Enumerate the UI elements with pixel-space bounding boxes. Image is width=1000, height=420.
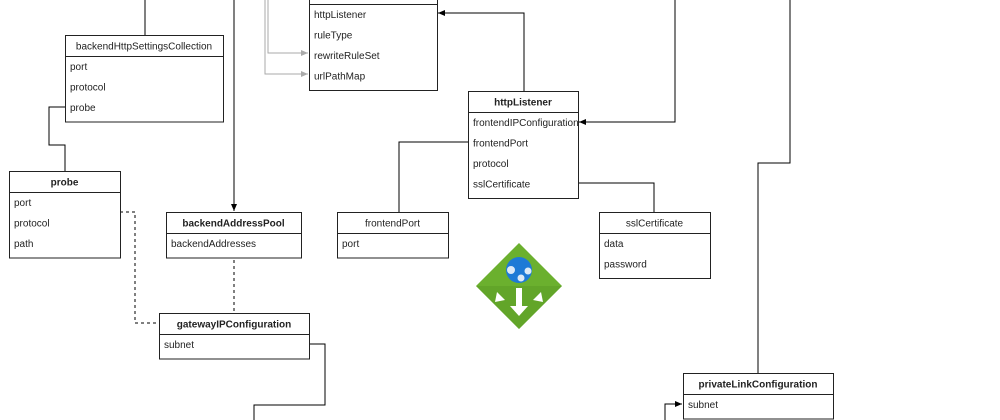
connector — [253, 343, 326, 420]
entity-backendHttpSettingsCollection[interactable]: backendHttpSettingsCollection port protoco… — [65, 35, 224, 123]
connector — [757, 0, 791, 373]
entity-field: port — [14, 198, 31, 209]
entity-field: frontendPort — [473, 139, 528, 150]
entity-probe[interactable]: probe port protocol path — [9, 171, 121, 259]
connector — [398, 141, 468, 212]
entity-field: protocol — [473, 159, 509, 170]
entity-field: sslCertificate — [473, 180, 531, 191]
connector — [579, 0, 676, 125]
connector — [578, 182, 655, 212]
entity-field: data — [604, 239, 624, 250]
connector — [438, 10, 525, 91]
entity-field: rewriteRuleSet — [314, 51, 380, 62]
entity-gatewayIPConfiguration[interactable]: gatewayIPConfiguration subnet — [159, 313, 310, 360]
entity-title: frontendPort — [365, 219, 420, 230]
connector — [264, 0, 308, 77]
entity-rule[interactable]: httpListener ruleType rewriteRuleSet urlPat… — [309, 0, 438, 91]
entity-title: sslCertificate — [626, 219, 684, 230]
entity-httpListener[interactable]: httpListener frontendIPConfiguration front… — [468, 91, 579, 199]
entity-field: protocol — [70, 83, 106, 94]
entity-title: backendAddressPool — [182, 219, 284, 230]
entity-field: subnet — [688, 400, 718, 411]
connector — [664, 401, 682, 420]
entity-field: probe — [70, 103, 96, 114]
connector — [48, 106, 66, 171]
entity-field: urlPathMap — [314, 72, 366, 83]
entity-title: privateLinkConfiguration — [699, 380, 818, 391]
azure-application-gateway-icon — [476, 243, 562, 329]
entity-title: httpListener — [494, 98, 552, 109]
entity-field: backendAddresses — [171, 239, 256, 250]
entity-field: port — [70, 62, 87, 73]
entity-title: probe — [51, 178, 79, 189]
entity-field: httpListener — [314, 10, 367, 21]
entity-field: port — [342, 239, 359, 250]
entity-title: backendHttpSettingsCollection — [76, 42, 212, 53]
entity-title: gatewayIPConfiguration — [177, 320, 291, 331]
connector — [267, 0, 308, 56]
entity-frontendPort[interactable]: frontendPort port — [337, 212, 449, 259]
entity-privateLinkConfiguration[interactable]: privateLinkConfiguration subnet — [683, 373, 834, 420]
entity-field: protocol — [14, 219, 50, 230]
entity-field: path — [14, 239, 33, 250]
entity-field: ruleType — [314, 31, 353, 42]
entity-field: password — [604, 260, 647, 271]
connector — [120, 211, 159, 324]
entity-backendAddressPool[interactable]: backendAddressPool backendAddresses — [166, 212, 302, 259]
entity-field: subnet — [164, 340, 194, 351]
entity-field: frontendIPConfiguration — [473, 118, 579, 129]
